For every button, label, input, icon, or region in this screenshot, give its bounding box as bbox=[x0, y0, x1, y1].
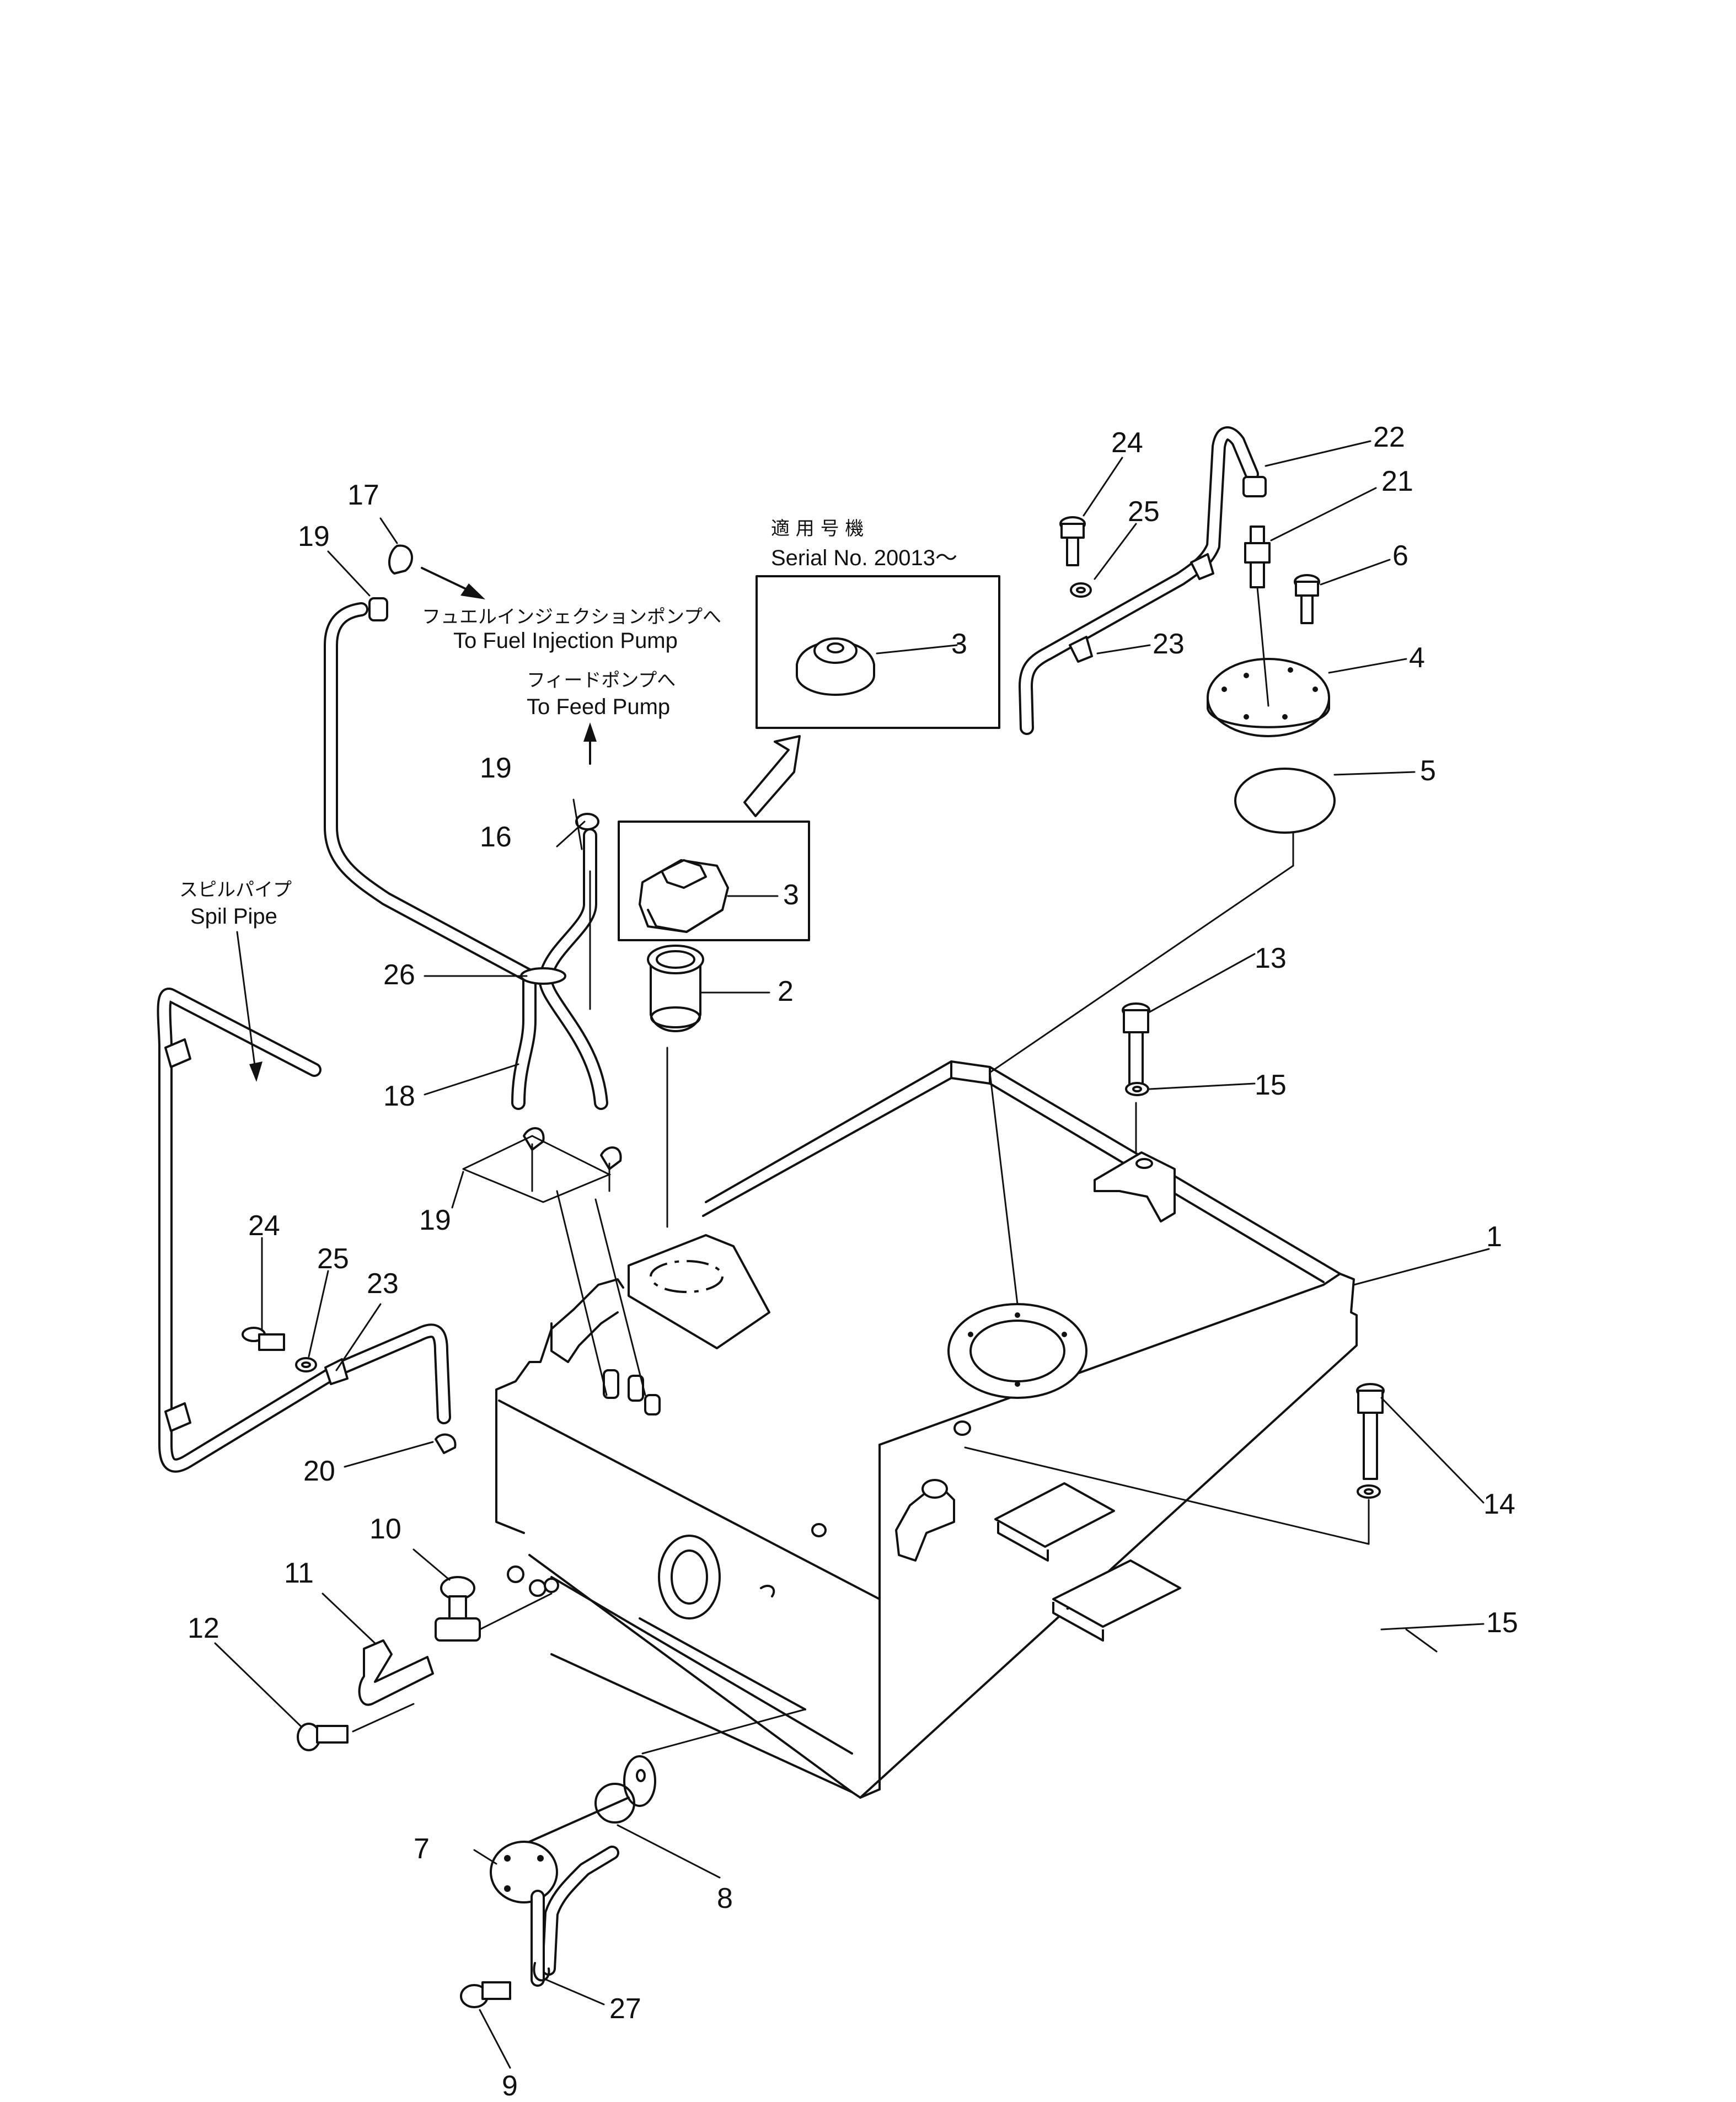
lifting-lug-front bbox=[895, 1482, 955, 1562]
callout-1: 1 bbox=[1486, 1221, 1502, 1253]
callout-23-left: 23 bbox=[367, 1268, 399, 1300]
callout-19-bottom: 19 bbox=[419, 1204, 451, 1236]
fuel-pump-note-en: To Fuel Injection Pump bbox=[453, 629, 678, 653]
upgrade-arrow bbox=[743, 735, 801, 817]
callout-15-lower: 15 bbox=[1486, 1607, 1518, 1639]
gauge-flange bbox=[490, 1841, 558, 1903]
callout-25-top: 25 bbox=[1128, 496, 1160, 528]
filler-cap-box bbox=[618, 821, 810, 941]
applicable-note-jp: 適 用 号 機 bbox=[771, 518, 864, 540]
step-upper bbox=[994, 1482, 1115, 1548]
callout-23-top: 23 bbox=[1153, 628, 1185, 660]
fuel-tank bbox=[495, 1060, 1358, 1799]
filler-neck bbox=[647, 945, 704, 1228]
callout-24-top: 24 bbox=[1111, 427, 1143, 459]
leader-lines bbox=[214, 440, 1490, 2069]
fuel-gauge bbox=[460, 1708, 806, 2008]
callout-3-upper: 3 bbox=[951, 628, 967, 660]
callout-3-lower: 3 bbox=[783, 879, 799, 911]
callout-8: 8 bbox=[717, 1883, 733, 1915]
callout-7: 7 bbox=[414, 1833, 430, 1865]
callout-22: 22 bbox=[1373, 421, 1405, 453]
drain-valve bbox=[297, 1576, 553, 1751]
hose-clip-26 bbox=[520, 967, 566, 985]
connector-21 bbox=[1244, 526, 1271, 707]
spill-pipe-note-en: Spil Pipe bbox=[190, 904, 277, 929]
callout-6: 6 bbox=[1392, 540, 1408, 572]
callout-11: 11 bbox=[284, 1557, 314, 1589]
o-ring bbox=[989, 768, 1336, 1305]
bolt-13 bbox=[1122, 1002, 1150, 1154]
callout-10: 10 bbox=[369, 1513, 401, 1545]
bolt-24-top bbox=[1059, 516, 1092, 598]
callout-14: 14 bbox=[1483, 1488, 1515, 1520]
callout-21: 21 bbox=[1381, 465, 1413, 497]
bolt-6 bbox=[1294, 574, 1320, 624]
fuel-pump-note-jp: フュエルインジェクションポンプへ bbox=[422, 606, 721, 628]
callout-26: 26 bbox=[383, 959, 415, 991]
callout-18: 18 bbox=[383, 1080, 415, 1112]
callout-16: 16 bbox=[480, 821, 512, 853]
callout-4: 4 bbox=[1409, 642, 1425, 674]
vented-cap-box bbox=[756, 575, 1000, 729]
callout-13: 13 bbox=[1255, 942, 1287, 974]
lifting-lug-rear bbox=[1094, 1151, 1176, 1222]
callout-27: 27 bbox=[609, 1993, 641, 2025]
step-lower bbox=[1052, 1559, 1181, 1628]
callout-20: 20 bbox=[303, 1455, 335, 1487]
return-pipe bbox=[1019, 426, 1267, 735]
callout-25-left: 25 bbox=[317, 1243, 349, 1275]
callout-19-top: 19 bbox=[298, 521, 330, 553]
applicable-note-en: Serial No. 20013～ bbox=[771, 546, 957, 570]
callout-2: 2 bbox=[778, 975, 794, 1007]
filler-neck-housing bbox=[628, 1234, 770, 1349]
bolt-14 bbox=[964, 1383, 1385, 1545]
callout-24-left: 24 bbox=[248, 1210, 280, 1242]
fuel-hoses bbox=[324, 544, 646, 1396]
spill-pipe bbox=[157, 988, 457, 1473]
callout-19-mid: 19 bbox=[480, 752, 512, 784]
callout-5: 5 bbox=[1420, 755, 1436, 787]
callouts: 1 2 3 3 4 5 6 7 8 9 10 11 12 13 14 15 15… bbox=[187, 421, 1518, 2102]
flow-arrows bbox=[249, 567, 597, 1082]
notes: 適 用 号 機 Serial No. 20013～ フュエルインジェクションポン… bbox=[179, 518, 957, 929]
callout-12: 12 bbox=[187, 1612, 219, 1644]
callout-9: 9 bbox=[502, 2070, 518, 2102]
feed-pump-note-jp: フィードポンプへ bbox=[527, 669, 676, 691]
callout-15-upper: 15 bbox=[1255, 1069, 1287, 1101]
feed-pump-note-en: To Feed Pump bbox=[527, 695, 670, 719]
callout-17: 17 bbox=[347, 479, 379, 511]
o-ring-8 bbox=[594, 1783, 635, 1824]
spill-pipe-note-jp: スピルパイプ bbox=[179, 879, 292, 901]
